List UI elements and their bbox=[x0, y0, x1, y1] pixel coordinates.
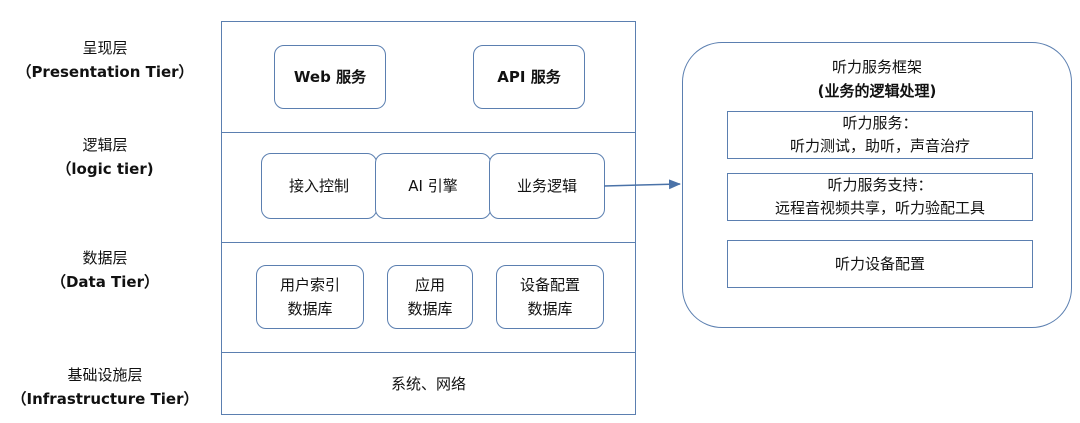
framework-title: 听力服务框架 (业务的逻辑处理) bbox=[683, 55, 1071, 103]
hearing-service-title: 听力服务： bbox=[842, 114, 918, 132]
web-service-label: Web 服务 bbox=[293, 68, 367, 86]
db-label-line1: 设备配置 bbox=[519, 276, 580, 294]
hearing-service-detail: 听力测试，助听，声音治疗 bbox=[789, 137, 970, 155]
tier-label-presentation: 呈现层 （Presentation Tier） bbox=[0, 36, 210, 84]
access-control-label: 接入控制 bbox=[288, 177, 349, 195]
web-service-box: Web 服务 bbox=[274, 45, 386, 109]
business-logic-label: 业务逻辑 bbox=[516, 177, 577, 195]
tier-english: （logic tier) bbox=[56, 160, 154, 178]
hearing-service-box: 听力服务： 听力测试，助听，声音治疗 bbox=[727, 111, 1033, 159]
architecture-stack: Web 服务 API 服务 接入控制 AI 引擎 业务逻辑 用户索引 数据库 应… bbox=[221, 21, 636, 415]
db-label-line2: 数据库 bbox=[527, 300, 573, 318]
presentation-band: Web 服务 API 服务 bbox=[222, 22, 635, 133]
hearing-device-config-box: 听力设备配置 bbox=[727, 240, 1033, 288]
api-service-label: API 服务 bbox=[497, 68, 561, 86]
db-label-line2: 数据库 bbox=[287, 300, 333, 318]
tier-label-infrastructure: 基础设施层 （Infrastructure Tier） bbox=[0, 363, 210, 411]
ai-engine-box: AI 引擎 bbox=[375, 153, 491, 219]
hearing-device-config-label: 听力设备配置 bbox=[834, 254, 925, 273]
tier-name: 呈现层 bbox=[82, 39, 128, 57]
tier-name: 基础设施层 bbox=[67, 366, 143, 384]
logic-band: 接入控制 AI 引擎 业务逻辑 bbox=[222, 132, 635, 243]
db-label-line1: 用户索引 bbox=[279, 276, 340, 294]
db-label-line1: 应用 bbox=[414, 276, 445, 294]
hearing-support-box: 听力服务支持： 远程音视频共享，听力验配工具 bbox=[727, 173, 1033, 221]
tier-english: （Presentation Tier） bbox=[16, 63, 194, 81]
tier-name: 逻辑层 bbox=[82, 136, 128, 154]
api-service-box: API 服务 bbox=[473, 45, 585, 109]
infrastructure-label: 系统、网络 bbox=[390, 374, 466, 393]
tier-label-logic: 逻辑层 （logic tier) bbox=[0, 133, 210, 181]
hearing-service-framework: 听力服务框架 (业务的逻辑处理) 听力服务： 听力测试，助听，声音治疗 听力服务… bbox=[682, 42, 1072, 328]
app-db-box: 应用 数据库 bbox=[387, 265, 473, 329]
data-band: 用户索引 数据库 应用 数据库 设备配置 数据库 bbox=[222, 242, 635, 353]
tier-english: （Infrastructure Tier） bbox=[11, 390, 199, 408]
tier-label-data: 数据层 （Data Tier） bbox=[0, 246, 210, 294]
ai-engine-label: AI 引擎 bbox=[408, 177, 458, 195]
framework-subtitle: (业务的逻辑处理) bbox=[817, 82, 937, 100]
hearing-support-detail: 远程音视频共享，听力验配工具 bbox=[774, 199, 985, 217]
db-label-line2: 数据库 bbox=[407, 300, 453, 318]
framework-title-text: 听力服务框架 bbox=[831, 58, 922, 76]
hearing-support-title: 听力服务支持： bbox=[827, 176, 933, 194]
tier-name: 数据层 bbox=[82, 249, 128, 267]
device-config-db-box: 设备配置 数据库 bbox=[496, 265, 604, 329]
business-logic-box: 业务逻辑 bbox=[489, 153, 605, 219]
tier-english: （Data Tier） bbox=[50, 273, 160, 291]
user-index-db-box: 用户索引 数据库 bbox=[256, 265, 364, 329]
access-control-box: 接入控制 bbox=[261, 153, 377, 219]
infrastructure-band: 系统、网络 bbox=[222, 352, 635, 414]
